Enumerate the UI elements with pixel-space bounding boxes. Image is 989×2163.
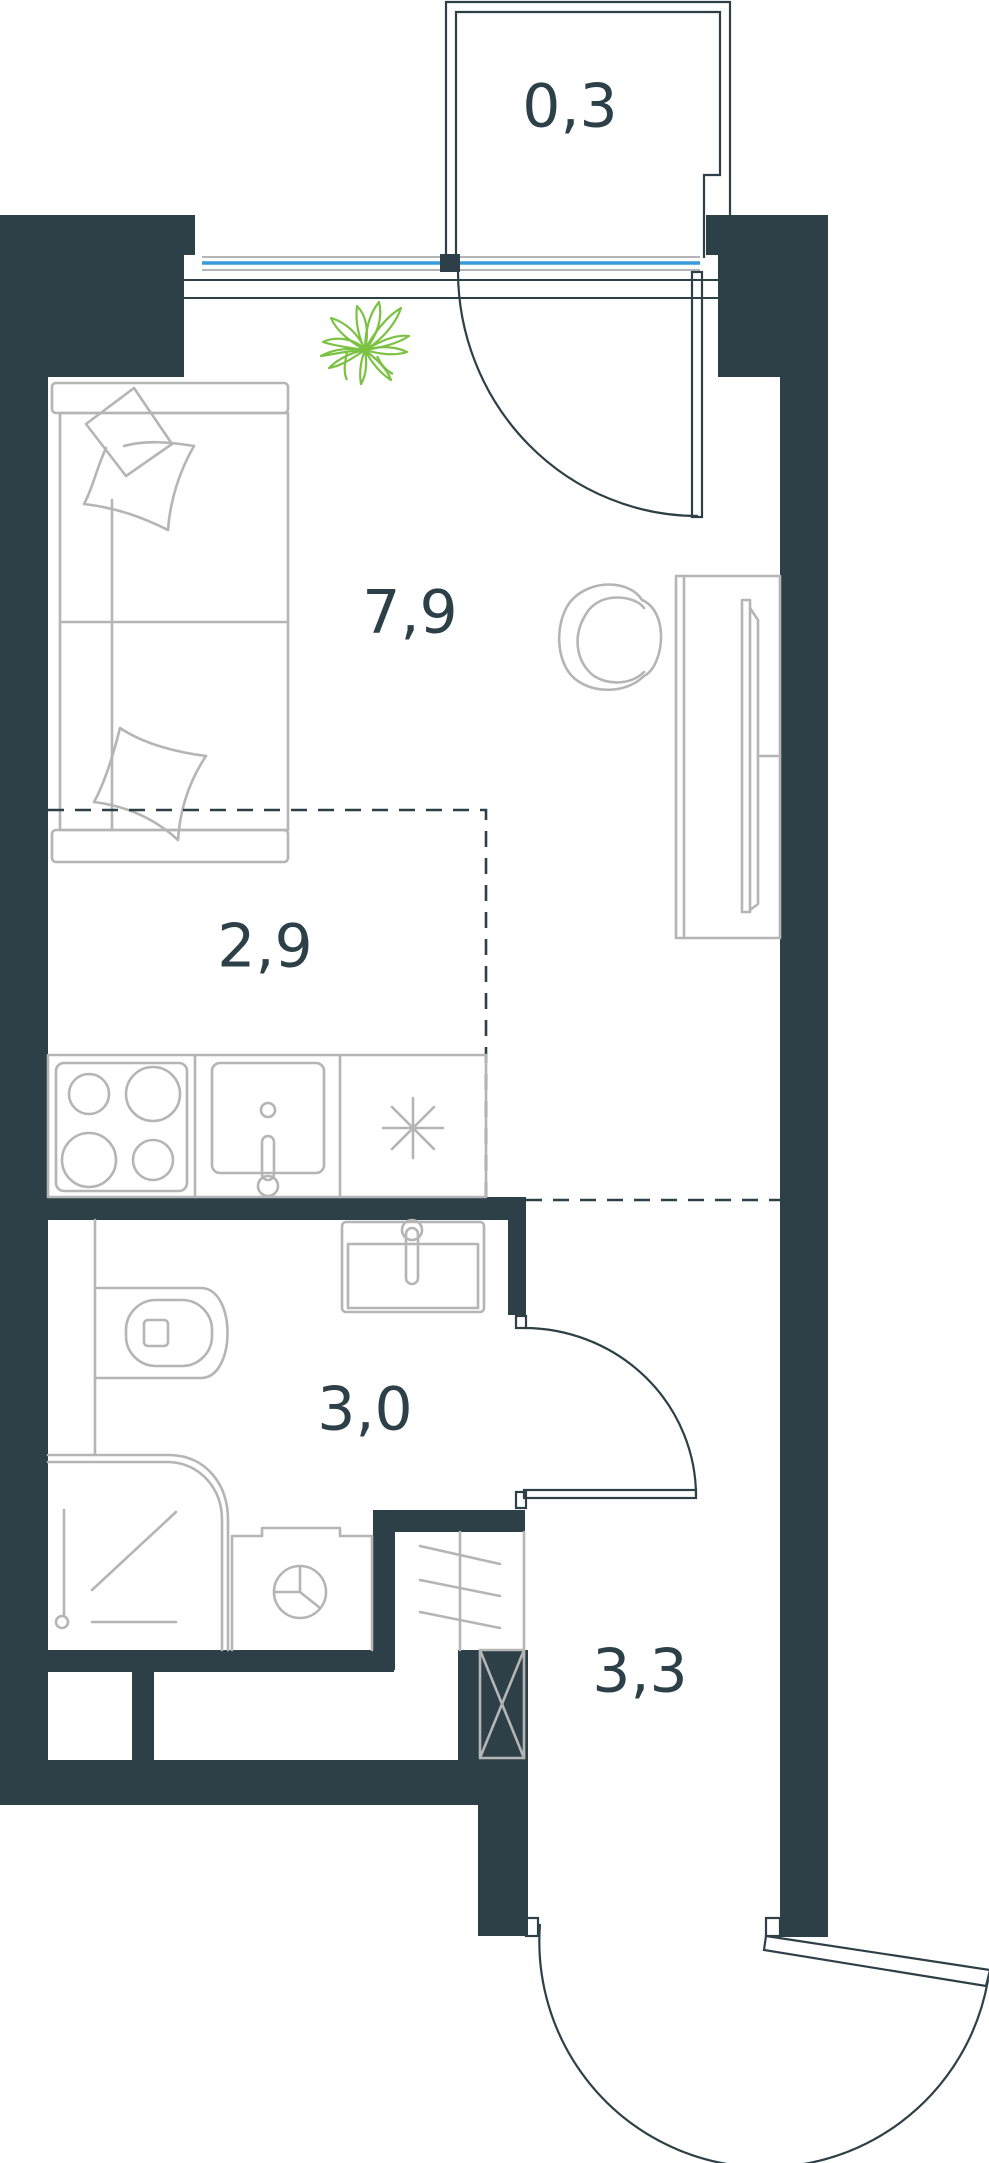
entrance-door [524,1916,989,2163]
balcony-area-label: 0,3 [522,72,617,142]
area-labels: 0,3 7,9 2,9 3,0 3,3 [217,72,687,1707]
kitchen-sink [210,1061,326,1198]
sofa [50,381,290,864]
wash-basin [340,1218,486,1314]
kitchen-area-label: 2,9 [217,912,312,982]
washing-machine [230,1526,374,1652]
bathroom-fixtures [46,1218,486,1652]
zone-dividers [48,808,780,1202]
cooktop [54,1061,189,1193]
bathroom-area-label: 3,0 [317,1375,412,1445]
window [184,256,718,299]
hallway-area-label: 3,3 [592,1637,687,1707]
balcony-door [456,270,704,519]
plant-icon [319,300,411,386]
kitchen-counter [46,1053,488,1199]
wardrobe [418,1530,526,1760]
chair [557,583,663,692]
desk [674,574,782,940]
living-room-area-label: 7,9 [362,578,457,648]
shower [46,1453,230,1652]
snowflake-icon [381,1096,445,1160]
walls [0,215,828,1937]
toilet [93,1218,229,1457]
balcony-outline [444,0,732,258]
bathroom-door [514,1314,698,1510]
